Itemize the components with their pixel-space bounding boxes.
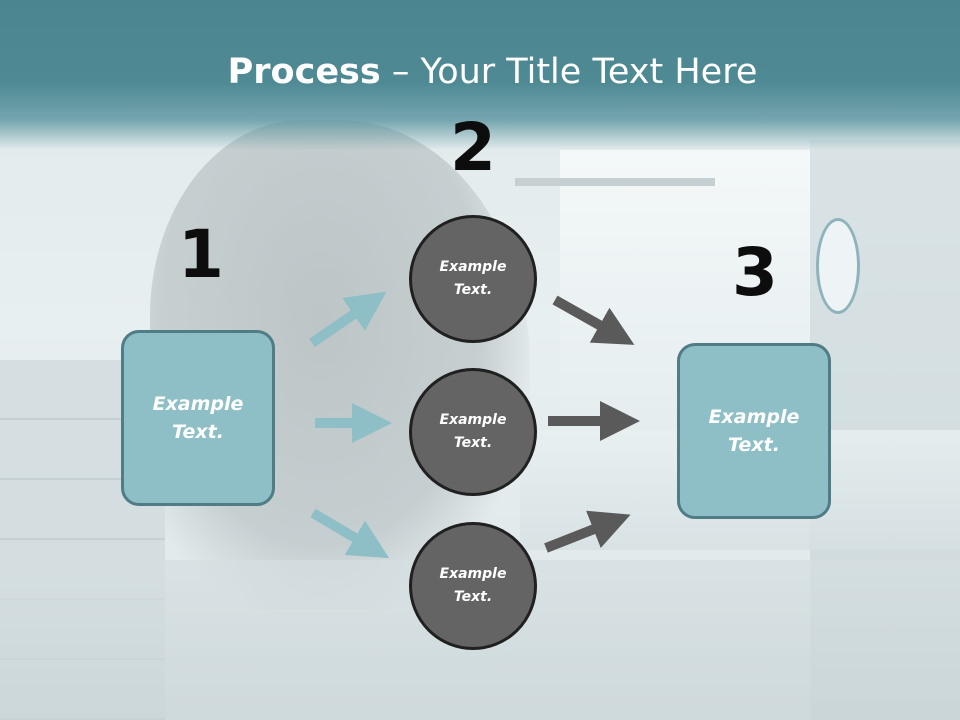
ceiling-light bbox=[515, 178, 715, 186]
title-bold: Process bbox=[227, 52, 381, 92]
title-band bbox=[0, 0, 960, 150]
step-number-3: 3 bbox=[732, 234, 778, 311]
process-circle-1[interactable]: Example Text. bbox=[409, 215, 537, 343]
wall-clock bbox=[816, 218, 860, 314]
process-circle-1-text: Example Text. bbox=[439, 258, 507, 298]
process-box-right[interactable]: Example Text. bbox=[677, 343, 831, 519]
slide-title: Process – Your Title Text Here bbox=[0, 52, 960, 92]
process-box-left[interactable]: Example Text. bbox=[121, 330, 275, 506]
step-number-1: 1 bbox=[178, 216, 224, 293]
process-circle-2-text: Example Text. bbox=[439, 411, 507, 451]
arrow-circle1-to-box3 bbox=[552, 295, 635, 345]
step-number-2: 2 bbox=[450, 109, 496, 186]
title-rest: – Your Title Text Here bbox=[380, 52, 758, 92]
process-circle-2[interactable]: Example Text. bbox=[409, 368, 537, 496]
arrow-box1-to-circle1 bbox=[309, 291, 387, 348]
process-box-left-text: Example Text. bbox=[152, 392, 244, 444]
arrow-box1-to-circle3 bbox=[310, 508, 390, 559]
process-circle-3[interactable]: Example Text. bbox=[409, 522, 537, 650]
process-circle-3-text: Example Text. bbox=[439, 565, 507, 605]
process-box-right-text: Example Text. bbox=[708, 405, 800, 457]
arrow-circle3-to-box3 bbox=[544, 510, 631, 553]
